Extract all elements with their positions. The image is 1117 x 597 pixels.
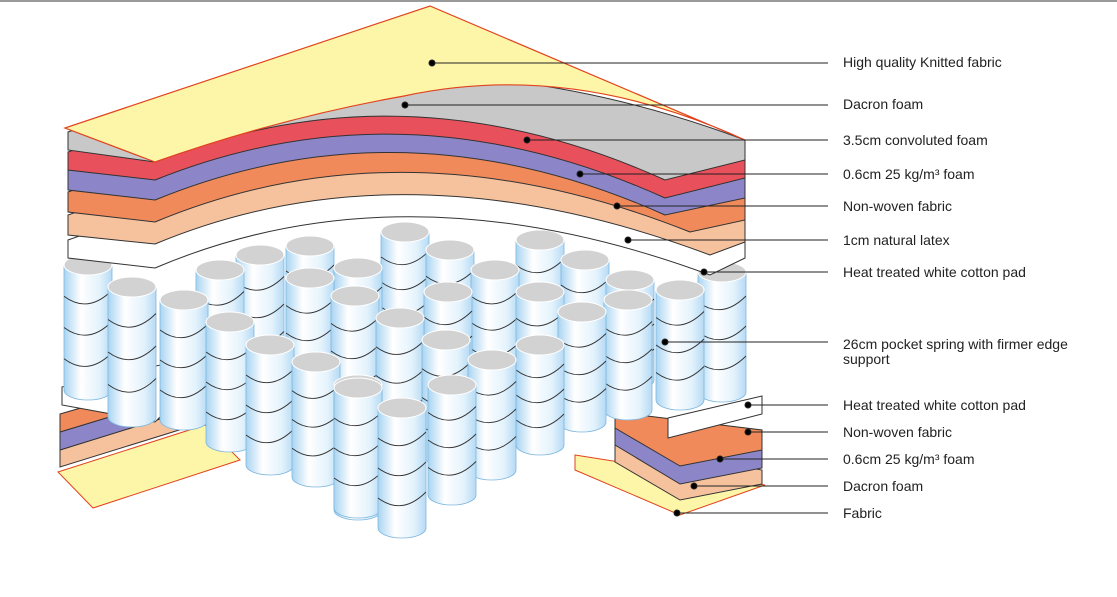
pocket-spring-coil [63, 254, 113, 401]
label-dacron-foam-bottom: Dacron foam [843, 478, 924, 494]
layer-knitted-fabric [63, 5, 746, 163]
pocket-spring-coil [603, 289, 653, 421]
pocket-springs [63, 221, 747, 539]
bottom-cotton-right [667, 395, 763, 439]
label-cotton-pad-top: Heat treated white cotton pad [843, 264, 1026, 280]
pocket-spring-coil [377, 397, 427, 539]
label-nonwoven-top: Non-woven fabric [843, 198, 952, 214]
pocket-spring-coil [515, 334, 565, 456]
label-natural-latex: 1cm natural latex [843, 232, 950, 248]
label-foam-25kg-top: 0.6cm 25 kg/m³ foam [843, 166, 975, 182]
label-convoluted-foam: 3.5cm convoluted foam [843, 132, 988, 148]
pocket-spring-coil [697, 261, 747, 403]
pocket-spring-coil [245, 334, 295, 476]
pocket-spring-coil [291, 351, 341, 488]
top-layers [63, 5, 746, 276]
label-nonwoven-bottom: Non-woven fabric [843, 424, 952, 440]
pocket-spring-coil [655, 279, 705, 411]
bottom-fabric-left [57, 424, 241, 509]
pocket-spring-coil [159, 289, 209, 431]
pocket-spring-coil [107, 276, 157, 428]
label-knitted-fabric: High quality Knitted fabric [843, 54, 1002, 70]
label-dacron-foam-top: Dacron foam [843, 96, 924, 112]
pocket-spring-coil [205, 311, 255, 453]
label-pocket-spring: 26cm pocket spring with firmer edge supp… [843, 336, 1068, 367]
label-cotton-pad-bottom: Heat treated white cotton pad [843, 397, 1026, 413]
label-foam-25kg-bottom: 0.6cm 25 kg/m³ foam [843, 451, 975, 467]
pocket-spring-coil [557, 301, 607, 433]
pocket-spring-coil [427, 374, 477, 506]
pocket-spring-coil [333, 377, 383, 519]
leader-lines [401, 59, 828, 517]
top-border [0, 0, 1117, 2]
label-fabric-bottom: Fabric [843, 505, 882, 521]
